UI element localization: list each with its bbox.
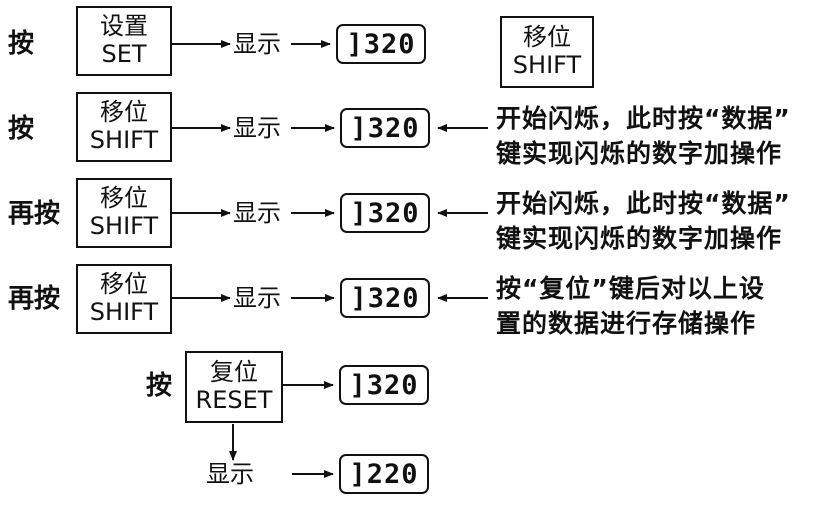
shift-key-4-cn: 移位: [100, 270, 148, 299]
shift-key-legend-en: SHIFT: [512, 51, 582, 79]
display-label-1: 显示: [233, 30, 281, 58]
set-key-cn: 设置: [100, 12, 148, 41]
shift-key-3-en: SHIFT: [89, 212, 159, 240]
press-label-4: 再按: [8, 284, 61, 314]
press-label-reset: 按: [146, 371, 173, 401]
shift-key-legend-cn: 移位: [523, 23, 571, 52]
display-value-reset: ]320: [339, 365, 429, 405]
shift-key-2[interactable]: 移位 SHIFT: [76, 92, 172, 162]
display-value-4: ]320: [340, 278, 430, 318]
display-value-3: ]320: [340, 193, 430, 233]
reset-key[interactable]: 复位 RESET: [185, 351, 283, 423]
display-label-2: 显示: [233, 114, 281, 142]
shift-key-4[interactable]: 移位 SHIFT: [76, 264, 172, 334]
shift-key-legend[interactable]: 移位 SHIFT: [500, 16, 594, 88]
press-label-1: 按: [8, 29, 35, 59]
shift-key-3[interactable]: 移位 SHIFT: [76, 178, 172, 248]
set-key[interactable]: 设置 SET: [76, 6, 172, 76]
display-label-3: 显示: [233, 199, 281, 227]
display-value-2: ]320: [340, 108, 430, 148]
press-label-3: 再按: [8, 199, 61, 229]
note-3-line-2: 键实现闪烁的数字加操作: [496, 223, 783, 253]
display-label-4: 显示: [233, 284, 281, 312]
set-key-en: SET: [101, 40, 147, 68]
note-4-line-2: 置的数据进行存储操作: [496, 308, 757, 338]
display-value-1: ]320: [336, 24, 426, 64]
note-4-line-1: 按“复位”键后对以上设: [496, 274, 765, 303]
note-3: 开始闪烁，此时按“数据” 键实现闪烁的数字加操作: [496, 187, 791, 256]
reset-key-en: RESET: [195, 386, 273, 414]
reset-key-cn: 复位: [210, 358, 258, 387]
shift-key-4-en: SHIFT: [89, 298, 159, 326]
note-2: 开始闪烁，此时按“数据” 键实现闪烁的数字加操作: [496, 102, 791, 171]
display-value-final: ]220: [339, 454, 429, 494]
shift-key-2-en: SHIFT: [89, 126, 159, 154]
note-3-line-1: 开始闪烁，此时按“数据”: [496, 189, 791, 218]
note-2-line-1: 开始闪烁，此时按“数据”: [496, 104, 791, 133]
note-2-line-2: 键实现闪烁的数字加操作: [496, 138, 783, 168]
display-label-final: 显示: [206, 460, 254, 488]
press-label-2: 按: [8, 114, 35, 144]
note-4: 按“复位”键后对以上设 置的数据进行存储操作: [496, 272, 765, 341]
shift-key-3-cn: 移位: [100, 184, 148, 213]
shift-key-2-cn: 移位: [100, 98, 148, 127]
